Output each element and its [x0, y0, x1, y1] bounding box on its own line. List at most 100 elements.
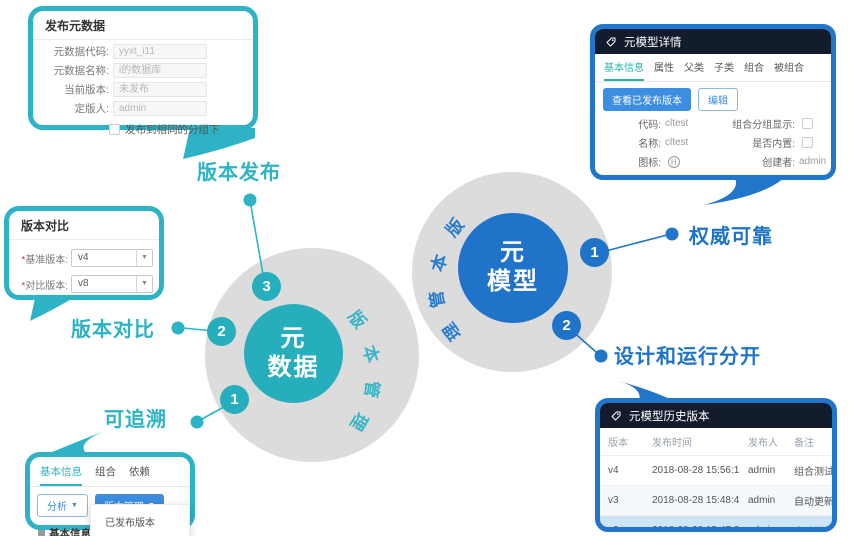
- field-label-base-version: *基准版本:: [21, 254, 68, 266]
- form-row: *对比版本: v8 ▼: [15, 275, 153, 293]
- detail-fields: 代码: cltest 名称: cltest 图标: H 组合分组显示:: [595, 114, 831, 171]
- version-compare-panel: 版本对比 *基准版本: v4 ▼ *对比版本: v8 ▼: [4, 206, 164, 300]
- publish-panel-title: 发布元数据: [33, 11, 253, 40]
- compare-panel-tail: [30, 294, 80, 321]
- publish-checkbox-label: 发布到相同的分组下: [125, 124, 220, 136]
- finalizer-input[interactable]: admin: [113, 101, 207, 116]
- form-row: 当前版本: 未发布: [41, 82, 245, 97]
- basicinfo-panel-tail: [42, 431, 104, 456]
- history-panel-tail: [615, 380, 678, 403]
- tab-dependency[interactable]: 依赖: [129, 466, 150, 478]
- chevron-down-icon: ▼: [136, 250, 152, 266]
- chevron-down-icon: ▼: [71, 502, 78, 509]
- metamodel-history-panel: 元模型历史版本 版本 发布时间 发布人 备注 v4 2018-08-28 15:…: [595, 398, 837, 532]
- callout-version-release: 版本发布: [197, 162, 281, 184]
- metadata-hub-label-line2: 数据: [267, 353, 320, 381]
- tag-icon: [611, 411, 621, 420]
- dot-authoritative: [665, 227, 679, 241]
- history-panel-header: 元模型历史版本: [600, 403, 832, 428]
- metadata-hub-label-line1: 元: [280, 324, 307, 352]
- col-remark: 备注: [786, 428, 832, 456]
- tab-attributes[interactable]: 属性: [654, 63, 674, 74]
- connector-badge1-to-authoritative: [601, 234, 668, 253]
- detail-panel-header: 元模型详情: [595, 29, 831, 54]
- publish-metadata-panel: 发布元数据 元数据代码: yyxt_i11 元数据名称: i的数据库 当前版本:…: [28, 6, 258, 136]
- metamodel-badge-2: 2: [552, 311, 581, 340]
- compare-version-select[interactable]: v8 ▼: [71, 275, 153, 293]
- model-icon: H: [667, 155, 680, 168]
- tab-composed-by[interactable]: 被组合: [774, 63, 804, 74]
- table-row[interactable]: v4 2018-08-28 15:56:13 admin 组合测试发布: [600, 455, 832, 486]
- base-version-select[interactable]: v4 ▼: [71, 249, 153, 267]
- metadata-badge-3: 3: [252, 272, 281, 301]
- callout-version-compare: 版本对比: [71, 319, 155, 341]
- publish-same-group-checkbox[interactable]: [109, 124, 120, 135]
- detail-toolbar: 查看已发布版本 编辑: [603, 88, 831, 111]
- metamodel-hub-label-line2: 模型: [487, 268, 539, 295]
- detail-panel-title: 元模型详情: [624, 36, 682, 49]
- builtin-checkbox[interactable]: [801, 137, 813, 148]
- field-row: 代码: cltest: [638, 118, 689, 131]
- field-label-metadata-code: 元数据代码:: [53, 46, 109, 58]
- dot-version-compare: [171, 321, 185, 335]
- dot-version-release: [243, 193, 257, 207]
- version-manage-menu: 已发布版本: [90, 504, 190, 536]
- dot-design-runtime: [594, 349, 608, 363]
- metamodel-badge-1: 1: [580, 238, 609, 267]
- metadata-name-input[interactable]: i的数据库: [113, 63, 207, 78]
- form-row: 元数据名称: i的数据库: [41, 63, 245, 78]
- detail-panel-tail: [704, 176, 786, 205]
- form-row: 定版人: admin: [41, 101, 245, 116]
- field-row: 是否内置:: [713, 133, 831, 152]
- detail-tabs: 基本信息 属性 父类 子类 组合 被组合: [595, 54, 831, 82]
- callout-traceable: 可追溯: [104, 409, 167, 431]
- view-published-button[interactable]: 查看已发布版本: [603, 88, 691, 111]
- form-row: *基准版本: v4 ▼: [15, 249, 153, 267]
- table-row-selected[interactable]: v2 2018-08-28 15:47:22 admin 自动更新并发布内: [600, 515, 832, 527]
- form-row: 元数据代码: yyxt_i11: [41, 44, 245, 59]
- history-table: 版本 发布时间 发布人 备注 v4 2018-08-28 15:56:13 ad…: [600, 428, 832, 527]
- field-label-current-version: 当前版本:: [64, 84, 109, 96]
- basicinfo-section-row: 基本信息: [38, 526, 190, 536]
- metamodel-hub-label-line1: 元: [500, 239, 526, 266]
- field-label-finalizer: 定版人:: [74, 103, 109, 115]
- metadata-badge-2: 2: [207, 317, 236, 346]
- col-publisher: 发布人: [740, 428, 786, 456]
- tab-composition[interactable]: 组合: [744, 63, 764, 74]
- creator-value: admin: [799, 156, 827, 167]
- table-row[interactable]: v3 2018-08-28 15:48:42 admin 自动更新并发布内: [600, 485, 832, 516]
- field-label-metadata-name: 元数据名称:: [53, 65, 109, 77]
- menu-item-published-versions[interactable]: 已发布版本: [105, 518, 155, 529]
- tab-basic-info[interactable]: 基本信息: [40, 464, 82, 486]
- field-row: 创建者: admin: [762, 156, 827, 169]
- tab-basic-info[interactable]: 基本信息: [604, 59, 644, 81]
- detail-fields-right: 组合分组显示: 是否内置: 创建者: admin: [713, 114, 831, 171]
- connector-release-to-badge3: [250, 205, 265, 281]
- analyze-button[interactable]: 分析 ▼: [37, 494, 88, 517]
- section-label: 基本信息: [49, 528, 91, 536]
- current-version-input[interactable]: 未发布: [113, 82, 207, 97]
- metadata-code-input[interactable]: yyxt_i11: [113, 44, 207, 59]
- dot-traceable: [190, 415, 204, 429]
- tab-composition[interactable]: 组合: [95, 466, 116, 478]
- chevron-down-icon: ▼: [136, 276, 152, 292]
- compare-panel-title: 版本对比: [9, 211, 159, 240]
- basicinfo-tabs: 基本信息 组合 依赖: [30, 457, 190, 487]
- tab-sub-class[interactable]: 子类: [714, 63, 734, 74]
- field-row: 组合分组显示:: [713, 114, 831, 133]
- name-value: cltest: [665, 137, 689, 148]
- field-row: 名称: cltest: [638, 137, 689, 150]
- publish-checkbox-row: 发布到相同的分组下: [109, 122, 253, 137]
- metamodel-hub-core: 元 模型: [458, 213, 568, 323]
- edit-button[interactable]: 编辑: [698, 88, 738, 111]
- metamodel-detail-panel: 元模型详情 基本信息 属性 父类 子类 组合 被组合 查看已发布版本 编辑 代码…: [590, 24, 836, 180]
- field-label-compare-version: *对比版本:: [21, 280, 68, 292]
- history-panel-title: 元模型历史版本: [629, 410, 710, 423]
- detail-fields-left: 代码: cltest 名称: cltest 图标: H: [595, 114, 713, 171]
- tab-parent-class[interactable]: 父类: [684, 63, 704, 74]
- code-value: cltest: [665, 118, 689, 129]
- group-display-checkbox[interactable]: [801, 118, 813, 129]
